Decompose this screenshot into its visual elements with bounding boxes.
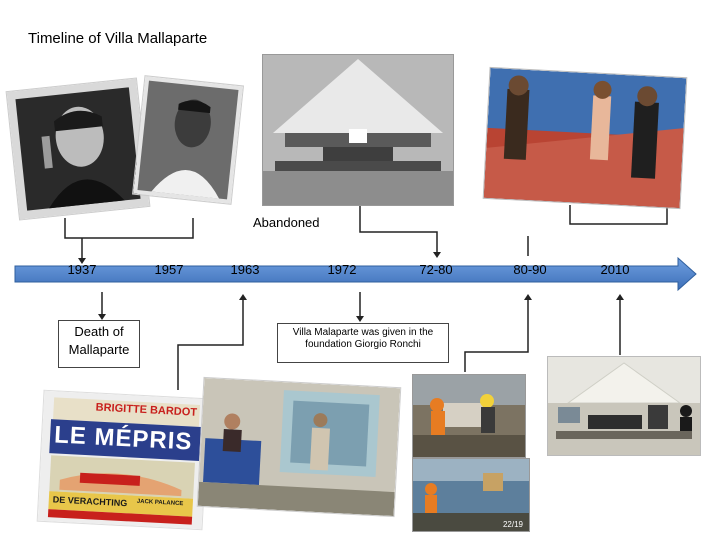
- connector-72-80-photo: [360, 205, 437, 256]
- year-2010: 2010: [590, 262, 640, 277]
- portrait-photo-1: [6, 77, 151, 220]
- villa-interior-photo: [262, 54, 454, 206]
- connector-1937-portraits: [65, 218, 193, 262]
- film-still-photo: [197, 377, 402, 517]
- year-1957: 1957: [144, 262, 194, 277]
- year-1972: 1972: [317, 262, 367, 277]
- year-72-80: 72-80: [411, 262, 461, 277]
- abandoned-label: Abandoned: [253, 215, 320, 230]
- fashion-shoot-photo: [483, 67, 688, 209]
- year-1937: 1937: [57, 262, 107, 277]
- connector-72-80-construction: [465, 296, 528, 372]
- connector-80-90-photo: [570, 205, 667, 224]
- year-80-90: 80-90: [505, 262, 555, 277]
- restoration-photo-top: [412, 374, 526, 458]
- given-label: Villa Malaparte was given in the foundat…: [293, 327, 433, 350]
- given-label-box: Villa Malaparte was given in the foundat…: [277, 323, 449, 363]
- le-mepris-poster: BRIGITTE BARDOT LE MÉPRIS DE VERACHTING …: [37, 390, 210, 531]
- portrait-photo-2: [132, 75, 244, 205]
- death-label: Death of Mallaparte: [69, 324, 130, 357]
- restoration-photo-stamp: 22/19: [503, 520, 523, 529]
- modern-interior-photo: [547, 356, 701, 456]
- connector-1963-poster: [178, 296, 243, 390]
- death-label-box: Death of Mallaparte: [58, 320, 140, 368]
- year-1963: 1963: [220, 262, 270, 277]
- restoration-photo-bottom: 22/19: [412, 458, 530, 532]
